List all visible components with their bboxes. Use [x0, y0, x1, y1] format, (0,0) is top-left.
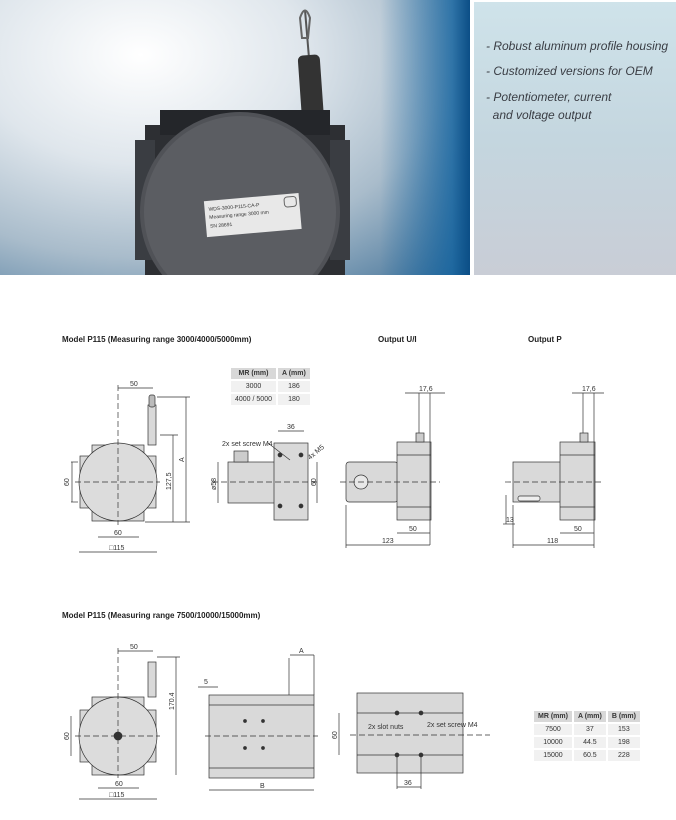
- table-cell: 37: [573, 724, 606, 735]
- dim-label: 36: [404, 780, 412, 787]
- product-photo: WDS-3000-P115-CA-P Measuring range 3000 …: [0, 0, 470, 275]
- table-header: A (mm): [573, 711, 606, 722]
- output-p-view: [503, 392, 604, 548]
- dim-label: 17,6: [419, 386, 433, 393]
- side-view-1: [212, 430, 320, 521]
- output-ui-title: Output U/I: [378, 335, 417, 344]
- dim-label: 60: [64, 478, 71, 486]
- feature-item: - Customized versions for OEM: [486, 64, 653, 78]
- dim-label: 50: [130, 644, 138, 651]
- dim-label: □115: [109, 545, 124, 552]
- callout-label: 2x set screw M4: [222, 441, 273, 448]
- dim-label: 118: [547, 538, 558, 545]
- dim-label: 123: [382, 538, 394, 545]
- dim-label: 60: [64, 732, 71, 740]
- dim-label: 50: [130, 381, 138, 388]
- top-view-2: [338, 692, 490, 789]
- feature-item: - Robust aluminum profile housing: [486, 39, 669, 53]
- dim-label: A: [299, 648, 304, 655]
- feature-panel: - Robust aluminum profile housing - Cust…: [474, 2, 676, 275]
- dim-label: 60: [311, 478, 318, 486]
- callout-label: 2x set screw M4: [427, 722, 478, 729]
- dim-label: 36: [287, 424, 295, 431]
- dim-label: 5: [204, 679, 208, 686]
- side-view-2: [198, 654, 318, 791]
- dim-label: ø58: [211, 478, 218, 490]
- dim-label: A: [179, 457, 186, 462]
- dim-label: 127,5: [166, 472, 173, 490]
- table-cell: 44.5: [573, 737, 606, 748]
- table-cell: 3000: [231, 381, 276, 392]
- table-cell: 198: [607, 737, 640, 748]
- dim-label: 50: [574, 526, 582, 533]
- table-cell: 153: [607, 724, 640, 735]
- callout-label: 4x M5: [307, 444, 326, 462]
- table-cell: 186: [277, 381, 310, 392]
- front-view-2: [70, 648, 180, 800]
- label-range: Measuring range 3000 mm: [209, 210, 269, 221]
- table-header: MR (mm): [534, 711, 572, 722]
- output-p-title: Output P: [528, 335, 562, 344]
- dim-label: 17,6: [582, 386, 596, 393]
- dim-label: 60: [114, 530, 122, 537]
- callout-label: 2x slot nuts: [368, 724, 404, 731]
- dim-label: 60: [332, 731, 339, 739]
- section2-title: Model P115 (Measuring range 7500/10000/1…: [62, 611, 261, 620]
- brand-logo-icon: [283, 195, 297, 208]
- dim-label: 60: [115, 781, 123, 788]
- table-cell: 228: [607, 750, 640, 761]
- dim-label: B: [260, 783, 265, 790]
- dim-label: 170.4: [169, 692, 176, 710]
- table-header: A (mm): [277, 368, 310, 379]
- sensor-image: WDS-3000-P115-CA-P Measuring range 3000 …: [135, 9, 350, 275]
- label-model: WDS-3000-P115-CA-P: [208, 202, 260, 212]
- section1-title: Model P115 (Measuring range 3000/4000/50…: [62, 335, 252, 344]
- table-cell: 10000: [534, 737, 572, 748]
- feature-item: - Potentiometer, current and voltage out…: [486, 90, 612, 122]
- table-cell: 15000: [534, 750, 572, 761]
- front-view-1: [71, 385, 190, 553]
- table-cell: 7500: [534, 724, 572, 735]
- dim-label: □115: [109, 792, 124, 799]
- dim-label: 13: [506, 517, 514, 524]
- table-cell: 180: [277, 394, 310, 405]
- table-header: B (mm): [607, 711, 640, 722]
- table-cell: 60.5: [573, 750, 606, 761]
- table-header: MR (mm): [231, 368, 276, 379]
- dim-label: 50: [409, 526, 417, 533]
- label-serial: SN 28691: [210, 222, 233, 230]
- table-cell: 4000 / 5000: [231, 394, 276, 405]
- output-ui-view: [340, 392, 445, 548]
